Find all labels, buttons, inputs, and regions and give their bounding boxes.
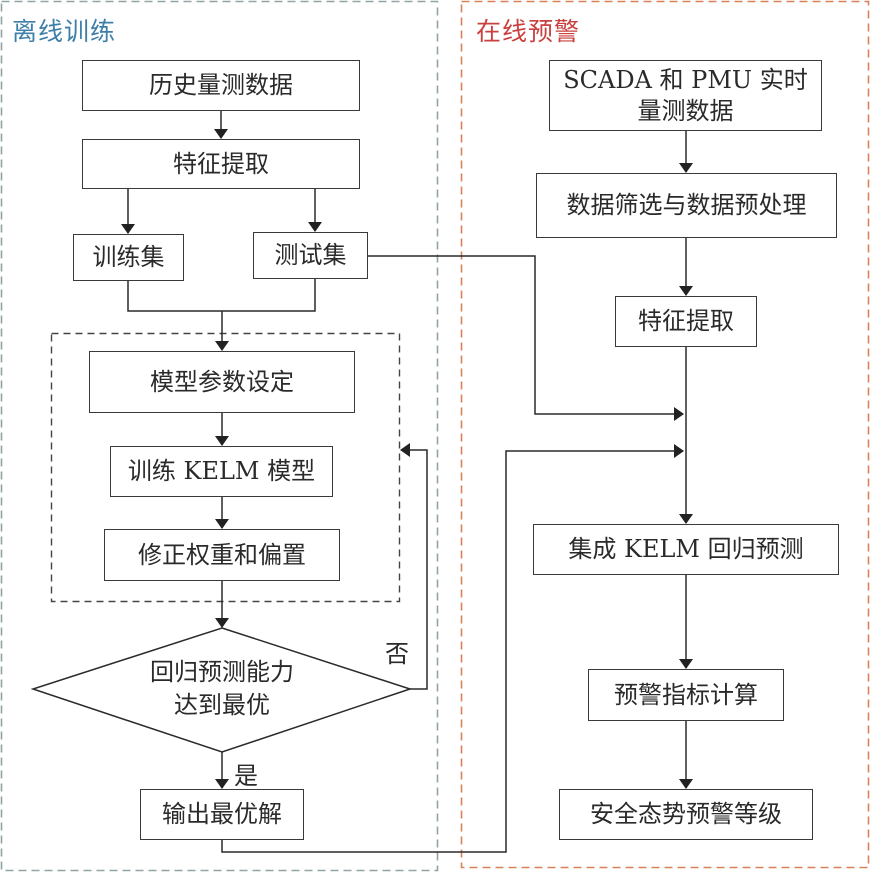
ensemble-kelm-label: 集成 KELM 回归预测: [568, 535, 804, 563]
yes-branch-label: 是: [234, 762, 258, 790]
warning-index-box: 预警指标计算: [588, 669, 784, 721]
output-optimal-box: 输出最优解: [140, 789, 304, 840]
adjust-weights-box: 修正权重和偏置: [104, 529, 340, 581]
realtime-data-line-1: SCADA 和 PMU 实时: [563, 65, 808, 94]
connector-sets-merge: [127, 279, 316, 312]
security-level-label: 安全态势预警等级: [590, 800, 782, 828]
output-optimal-label: 输出最优解: [162, 800, 282, 828]
data-filtering-box: 数据筛选与数据预处理: [536, 173, 837, 238]
test-set-label: 测试集: [274, 241, 347, 269]
realtime-data-line-2: 量测数据: [637, 96, 734, 125]
offline-panel-border: [0, 0, 439, 872]
online-panel-border: [460, 0, 870, 869]
security-level-box: 安全态势预警等级: [559, 789, 813, 840]
online-feature-extraction-label: 特征提取: [638, 307, 734, 335]
history-data-label: 历史量测数据: [149, 71, 293, 99]
model-params-label: 模型参数设定: [150, 367, 294, 396]
connector-output-to-online: [221, 444, 684, 853]
online-feature-extraction-box: 特征提取: [615, 296, 757, 347]
training-loop-group-border: [50, 332, 401, 603]
train-kelm-box: 训练 KELM 模型: [110, 446, 333, 497]
training-set-label: 训练集: [92, 243, 165, 271]
connector-test-to-online: [368, 255, 684, 421]
ensemble-kelm-box: 集成 KELM 回归预测: [533, 524, 839, 575]
realtime-data-box: SCADA 和 PMU 实时 量测数据: [549, 60, 822, 131]
model-params-box: 模型参数设定: [89, 351, 355, 413]
arrow-no-loop-back: [400, 443, 428, 690]
decision-text: 回归预测能力 达到最优: [100, 656, 344, 722]
feature-extraction-label: 特征提取: [173, 149, 269, 178]
decision-line-2: 达到最优: [174, 691, 270, 719]
train-kelm-label: 训练 KELM 模型: [127, 457, 316, 485]
training-set-box: 训练集: [73, 234, 184, 281]
feature-extraction-box: 特征提取: [82, 139, 360, 189]
online-warning-title: 在线预警: [476, 17, 581, 46]
data-filtering-label: 数据筛选与数据预处理: [566, 191, 807, 219]
no-branch-label: 否: [385, 640, 409, 668]
offline-training-title: 离线训练: [12, 17, 117, 46]
decision-line-1: 回归预测能力: [150, 658, 294, 686]
adjust-weights-label: 修正权重和偏置: [138, 540, 306, 569]
history-data-box: 历史量测数据: [82, 60, 360, 111]
test-set-box: 测试集: [253, 232, 368, 279]
warning-index-label: 预警指标计算: [614, 680, 758, 709]
